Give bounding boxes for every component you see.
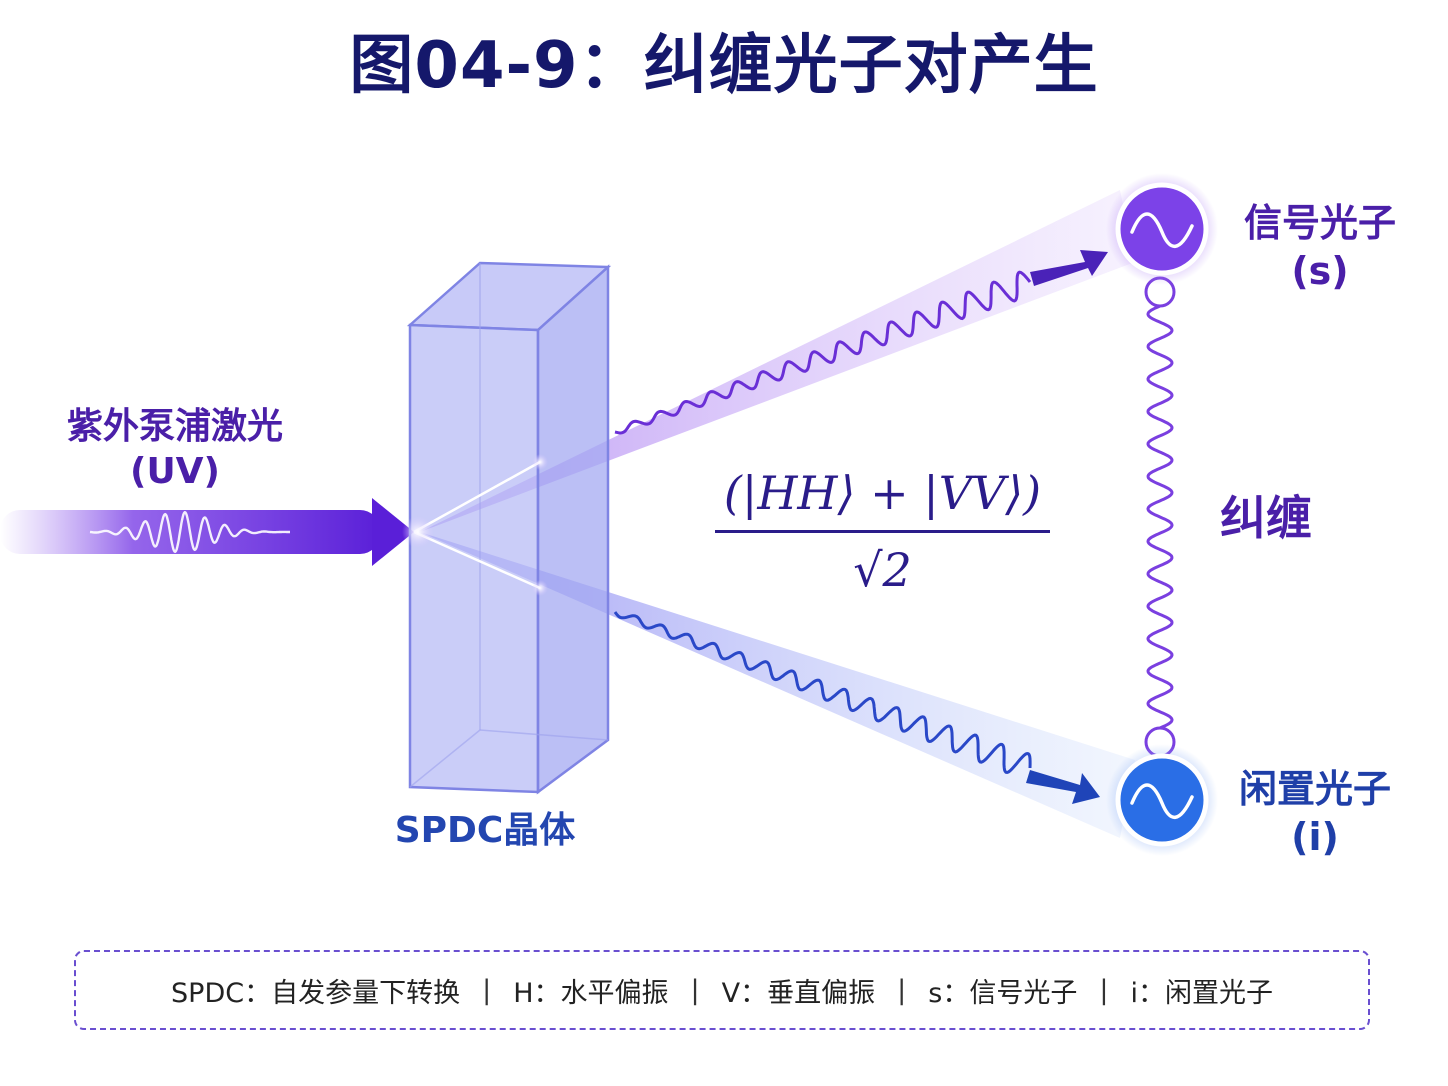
- legend-item-h: H：水平偏振: [513, 977, 669, 1009]
- legend-item-spdc: SPDC：自发参量下转换: [171, 977, 461, 1009]
- pump-laser-name: 紫外泵浦激光: [66, 406, 283, 447]
- legend-separator: |: [690, 974, 700, 1006]
- crystal-label: SPDC晶体: [394, 810, 576, 851]
- idler-arrow-icon: [1026, 770, 1100, 804]
- idler-photon-label: 闲置光子 (i): [1225, 766, 1405, 861]
- entanglement-wave: [1146, 304, 1174, 730]
- bell-state-formula: (|HH⟩ + |VV⟩) √2: [715, 466, 1050, 597]
- legend-separator: |: [482, 974, 492, 1006]
- legend-separator: |: [1099, 974, 1109, 1006]
- legend-item-v: V：垂直偏振: [721, 977, 876, 1009]
- entanglement-label: 纠缠: [1220, 491, 1312, 545]
- idler-photon-symbol: (i): [1291, 814, 1339, 859]
- pump-arrow-icon: [372, 498, 414, 566]
- formula-denominator: √2: [853, 543, 912, 597]
- signal-photon-symbol: (s): [1291, 248, 1349, 293]
- idler-wave: [613, 611, 1032, 775]
- pump-laser-type: (UV): [130, 451, 220, 492]
- signal-photon-wave-icon: [1130, 212, 1194, 248]
- legend-item-i: i：闲置光子: [1130, 977, 1273, 1009]
- signal-arrow-icon: [1030, 250, 1108, 286]
- formula-numerator: (|HH⟩ + |VV⟩): [715, 466, 1050, 533]
- idler-photon-name: 闲置光子: [1238, 767, 1391, 811]
- signal-photon-label: 信号光子 (s): [1230, 200, 1410, 295]
- idler-photon-wave-icon: [1130, 783, 1194, 819]
- pump-laser-label: 紫外泵浦激光 (UV): [40, 404, 310, 494]
- legend-item-s: s：信号光子: [928, 977, 1078, 1009]
- signal-wave: [614, 270, 1032, 435]
- spdc-crystal: [406, 261, 612, 795]
- legend-box: SPDC：自发参量下转换 | H：水平偏振 | V：垂直偏振 | s：信号光子 …: [74, 950, 1370, 1030]
- pump-wave: [89, 511, 290, 553]
- signal-photon-name: 信号光子: [1243, 201, 1396, 245]
- page-title: 图04-9：纠缠光子对产生: [349, 29, 1099, 103]
- legend-separator: |: [897, 974, 907, 1006]
